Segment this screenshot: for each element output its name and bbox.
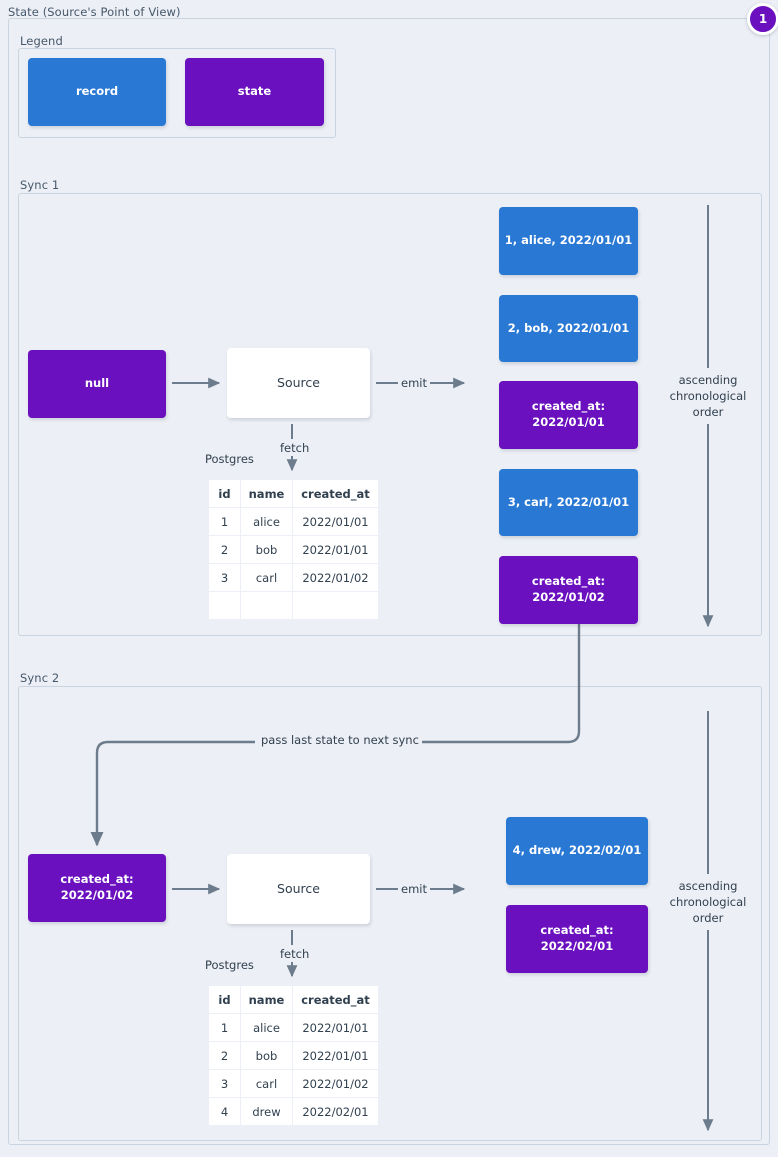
cell-id: 1	[208, 1013, 241, 1042]
table-row: 1 alice 2022/01/01	[208, 507, 379, 536]
cell-id: 2	[208, 1041, 241, 1070]
cell-name: bob	[240, 1041, 293, 1070]
column-header-created-at: created_at	[292, 479, 379, 508]
cell-id: 3	[208, 563, 241, 592]
cell-created-at: 2022/02/01	[292, 1097, 379, 1126]
step-badge[interactable]: 1	[747, 3, 778, 35]
sync1-label: Sync 1	[20, 178, 60, 192]
table-row: 3 carl 2022/01/02	[208, 563, 379, 592]
sync2-order-label: ascending chronological order	[669, 879, 747, 925]
cell-created-at: 2022/01/01	[292, 535, 379, 564]
legend-label: Legend	[20, 34, 63, 48]
cell-name: alice	[240, 1013, 293, 1042]
sync1-order-label: ascending chronological order	[669, 373, 747, 419]
cell-created-at	[292, 591, 379, 620]
legend-item-state: state	[185, 58, 324, 126]
table-row: 2 bob 2022/01/01	[208, 535, 379, 564]
sync1-emitted-state-2: created_at: 2022/01/02	[499, 556, 638, 624]
root-frame	[8, 18, 770, 1145]
cell-created-at: 2022/01/02	[292, 563, 379, 592]
sync1-input-state-node: null	[28, 350, 166, 418]
cell-id: 3	[208, 1069, 241, 1098]
sync2-source-node: Source	[227, 854, 370, 924]
sync1-fetch-label: fetch	[277, 441, 313, 455]
table-row: 3 carl 2022/01/02	[208, 1069, 379, 1098]
sync1-source-node: Source	[227, 348, 370, 418]
sync1-postgres-label: Postgres	[205, 452, 254, 466]
cell-created-at: 2022/01/01	[292, 507, 379, 536]
cell-id: 2	[208, 535, 241, 564]
sync1-postgres-table: id name created_at 1 alice 2022/01/01 2 …	[208, 479, 379, 620]
sync1-emit-label: emit	[398, 376, 430, 390]
sync2-emit-label: emit	[398, 882, 430, 896]
sync2-frame	[18, 686, 762, 1141]
pass-state-label: pass last state to next sync	[258, 733, 422, 747]
sync2-label: Sync 2	[20, 671, 60, 685]
cell-created-at: 2022/01/02	[292, 1069, 379, 1098]
sync1-frame	[18, 193, 762, 636]
sync1-emitted-record-3: 3, carl, 2022/01/01	[499, 469, 638, 536]
table-row: 1 alice 2022/01/01	[208, 1013, 379, 1042]
cell-created-at: 2022/01/01	[292, 1013, 379, 1042]
column-header-created-at: created_at	[292, 985, 379, 1014]
table-row: 4 drew 2022/02/01	[208, 1097, 379, 1126]
sync2-fetch-label: fetch	[277, 947, 313, 961]
cell-name	[240, 591, 293, 620]
sync1-emitted-state-1: created_at: 2022/01/01	[499, 381, 638, 449]
sync2-postgres-table: id name created_at 1 alice 2022/01/01 2 …	[208, 985, 379, 1126]
cell-name: bob	[240, 535, 293, 564]
table-header-row: id name created_at	[208, 479, 379, 508]
page-title: State (Source's Point of View)	[8, 5, 181, 19]
cell-name: alice	[240, 507, 293, 536]
sync1-emitted-record-1: 1, alice, 2022/01/01	[499, 207, 638, 275]
cell-id: 1	[208, 507, 241, 536]
cell-created-at: 2022/01/01	[292, 1041, 379, 1070]
table-row-empty	[208, 591, 379, 620]
cell-name: drew	[240, 1097, 293, 1126]
sync2-postgres-label: Postgres	[205, 958, 254, 972]
sync2-emitted-state-1: created_at: 2022/02/01	[506, 905, 648, 973]
cell-name: carl	[240, 563, 293, 592]
cell-name: carl	[240, 1069, 293, 1098]
legend-frame	[18, 48, 336, 138]
legend-item-record: record	[28, 58, 166, 126]
sync1-emitted-record-2: 2, bob, 2022/01/01	[499, 295, 638, 362]
table-header-row: id name created_at	[208, 985, 379, 1014]
cell-id	[208, 591, 241, 620]
column-header-id: id	[208, 985, 241, 1014]
table-row: 2 bob 2022/01/01	[208, 1041, 379, 1070]
column-header-name: name	[240, 479, 293, 508]
cell-id: 4	[208, 1097, 241, 1126]
column-header-name: name	[240, 985, 293, 1014]
sync2-input-state-node: created_at: 2022/01/02	[28, 854, 166, 922]
sync2-emitted-record-1: 4, drew, 2022/02/01	[506, 817, 648, 885]
column-header-id: id	[208, 479, 241, 508]
